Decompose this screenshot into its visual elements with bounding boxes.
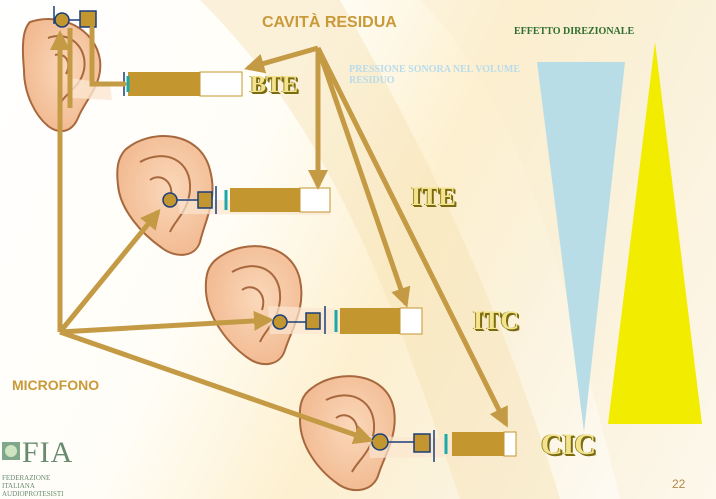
label-itc: ITC <box>473 306 520 335</box>
mic-arrow-itc <box>59 310 274 335</box>
cavity-arrow-bte <box>244 45 319 74</box>
cic-device <box>371 430 517 462</box>
label-ite: ITE <box>411 182 456 211</box>
bte-device <box>53 6 243 97</box>
cavity-arrow-cic <box>315 46 509 428</box>
page-number: 22 <box>672 477 686 491</box>
fia-logo-mark <box>2 442 20 460</box>
label-cic: CIC <box>541 428 597 461</box>
bte-tube-arrow <box>89 25 127 87</box>
fia-logo-subtext: FEDERAZIONE ITALIANA AUDIOPROTESISTI <box>2 474 64 498</box>
ear-bte <box>21 18 112 133</box>
ite-device <box>162 186 331 214</box>
pressure-wedge <box>537 62 625 432</box>
microphone-label: MICROFONO <box>12 377 100 393</box>
pressure-label: PRESSIONE SONORA NEL VOLUME RESIDUO <box>349 64 521 86</box>
itc-device <box>272 306 423 335</box>
cavity-arrow-itc <box>315 47 411 308</box>
mic-arrow-ite <box>58 208 161 334</box>
label-bte: BTE <box>250 72 299 98</box>
fia-logo-text: FIA <box>22 436 74 469</box>
cavity-label: CAVITÀ RESIDUA <box>262 14 397 31</box>
direction-wedge <box>608 42 702 424</box>
direction-label: EFFETTO DIREZIONALE <box>514 26 635 37</box>
mic-arrow-cic <box>59 329 374 445</box>
